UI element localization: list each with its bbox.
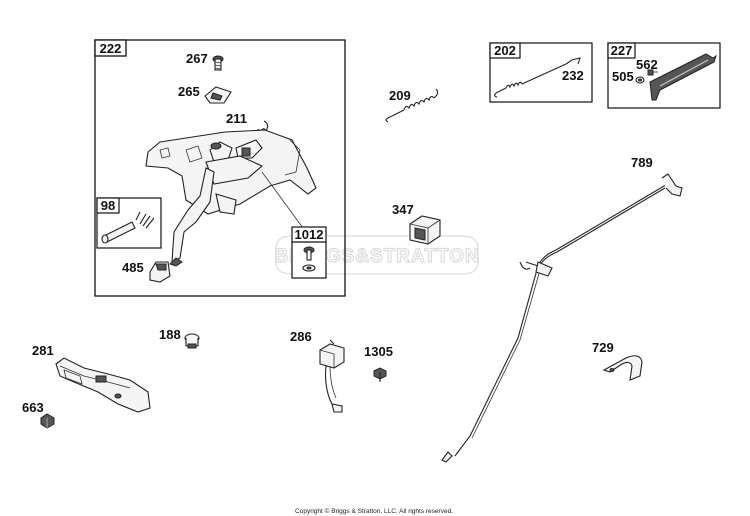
part-729-clamp[interactable] xyxy=(602,355,643,381)
part-202-rod[interactable] xyxy=(494,57,581,98)
assembly-box-222[interactable]: 222 xyxy=(94,39,346,297)
label-663: 663 xyxy=(22,400,44,415)
label-485: 485 xyxy=(122,260,144,275)
label-347: 347 xyxy=(392,202,414,217)
label-232: 232 xyxy=(562,68,584,83)
box-label-98: 98 xyxy=(101,198,115,213)
part-347-switch[interactable] xyxy=(409,215,441,245)
part-control-bracket[interactable] xyxy=(145,129,317,215)
part-789-rod[interactable] xyxy=(441,173,683,463)
part-1305-screw[interactable] xyxy=(373,367,387,382)
assembly-box-227[interactable]: 227 xyxy=(607,42,721,109)
label-562: 562 xyxy=(636,57,658,72)
label-729: 729 xyxy=(592,340,614,355)
part-265-clip[interactable] xyxy=(204,86,232,104)
assembly-box-202[interactable]: 202 xyxy=(489,42,593,103)
part-209-spring[interactable] xyxy=(385,88,439,123)
part-227-lever[interactable] xyxy=(649,53,717,101)
part-562-screw[interactable] xyxy=(647,69,658,76)
label-188: 188 xyxy=(159,327,181,342)
box-label-1012: 1012 xyxy=(295,227,324,242)
label-286: 286 xyxy=(290,329,312,344)
box-label-202: 202 xyxy=(494,43,516,58)
box-label-227: 227 xyxy=(611,43,633,58)
label-505: 505 xyxy=(612,69,634,84)
leader-1012 xyxy=(261,171,304,229)
copyright-text: Copyright © Briggs & Stratton, LLC. All … xyxy=(295,507,453,515)
part-485-knob[interactable] xyxy=(149,261,171,283)
part-98-pin[interactable] xyxy=(101,211,155,244)
part-188-screw[interactable] xyxy=(184,333,200,349)
part-286-sensor[interactable] xyxy=(319,339,345,413)
part-281-bracket[interactable] xyxy=(55,357,151,413)
sub-box-1012[interactable]: 1012 xyxy=(291,226,327,279)
label-267: 267 xyxy=(186,51,208,66)
box-label-222: 222 xyxy=(100,41,122,56)
part-505-washer[interactable] xyxy=(635,76,645,84)
part-lever-arm[interactable] xyxy=(169,167,237,267)
label-1305: 1305 xyxy=(364,344,393,359)
label-265: 265 xyxy=(178,84,200,99)
label-281: 281 xyxy=(32,343,54,358)
label-209: 209 xyxy=(389,88,411,103)
part-663-screw[interactable] xyxy=(40,413,55,429)
label-789: 789 xyxy=(631,155,653,170)
sub-box-98[interactable]: 98 xyxy=(96,197,162,249)
part-267-screw[interactable] xyxy=(212,55,224,71)
label-211: 211 xyxy=(226,111,247,126)
